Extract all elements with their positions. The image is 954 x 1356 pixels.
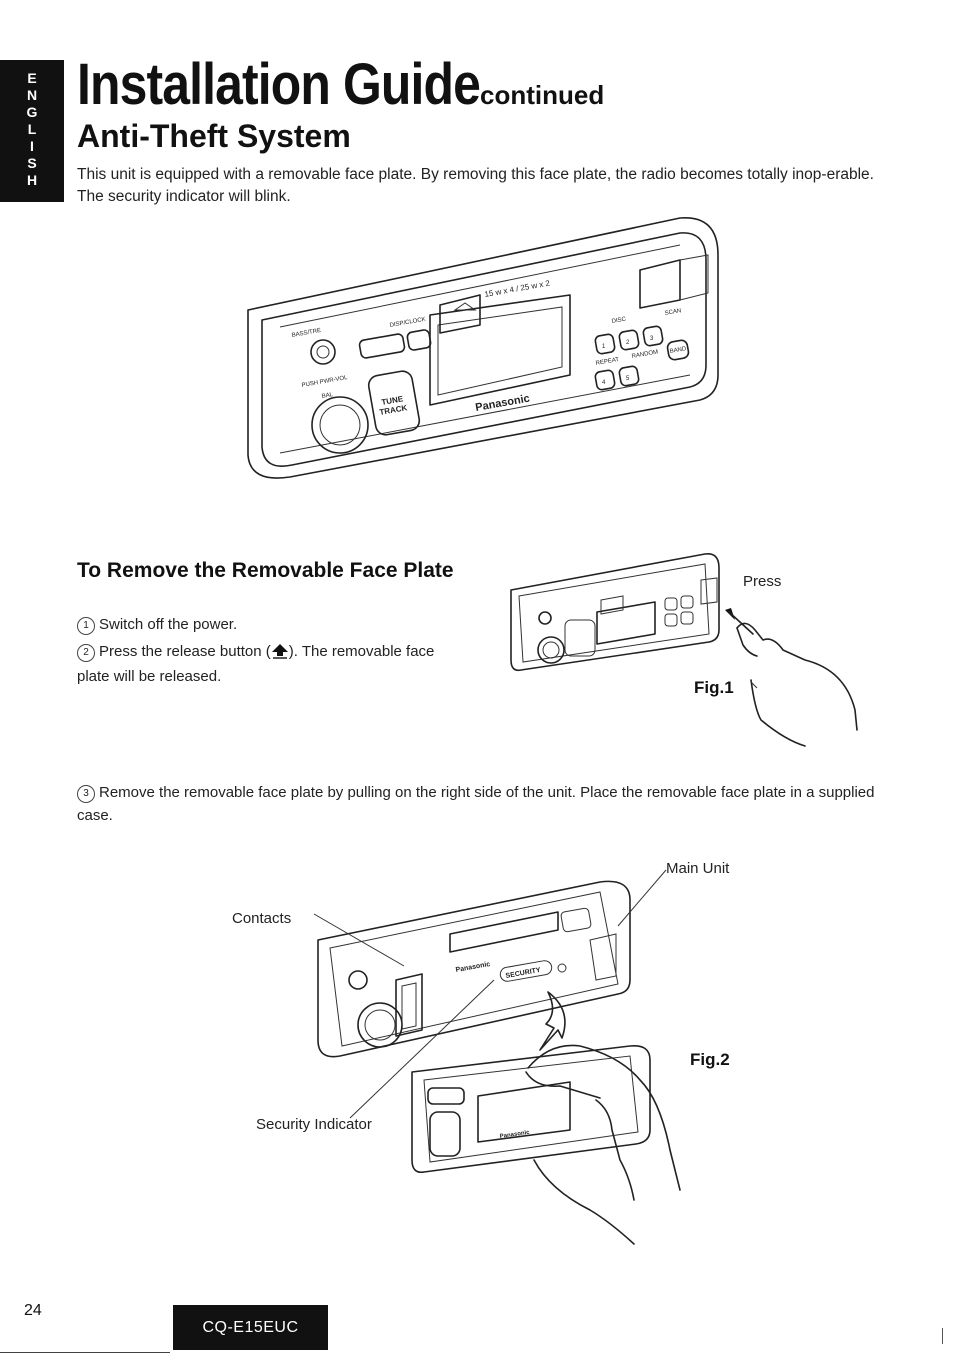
- random-label: RANDOM: [631, 349, 658, 360]
- preset-2-label: 2: [626, 340, 630, 346]
- page-number: 24: [24, 1302, 42, 1319]
- fig2-illustration: Panasonic SECURITY Panasonic: [313, 869, 681, 1245]
- fig2-callout-contacts: Contacts: [232, 910, 292, 927]
- step-text-before: Press the release button (: [99, 643, 271, 660]
- security-indicator-text: SECURITY: [505, 967, 541, 980]
- preset-1-label: 1: [602, 344, 606, 350]
- step-text-after: ). The removable face plate will be rele…: [77, 643, 435, 685]
- fig2-callout-security-indicator: Security Indicator: [256, 1116, 372, 1133]
- intro-paragraph: This unit is equipped with a removable f…: [77, 166, 874, 205]
- step-number: 2: [77, 644, 95, 662]
- section-title: Anti-Theft System: [77, 118, 351, 154]
- preset-3-label: 3: [650, 336, 654, 342]
- page-title: Installation Guide: [77, 52, 481, 117]
- language-letter: H: [26, 172, 38, 188]
- fig1-label: Fig.1: [694, 678, 734, 697]
- language-tab: E N G L I S H: [0, 60, 64, 202]
- disp-clock-label: DISP/CLOCK: [389, 317, 426, 329]
- release-button-icon: [271, 644, 288, 659]
- scan-label: SCAN: [664, 308, 681, 317]
- band-label: BAND: [669, 346, 687, 355]
- model-number-box: CQ-E15EUC: [173, 1305, 328, 1350]
- disc-label: DISC: [611, 316, 627, 325]
- removal-heading: To Remove the Removable Face Plate: [77, 559, 454, 582]
- fig2-faceplate-brand: Panasonic: [499, 1130, 530, 1140]
- footer-rule: [0, 1352, 170, 1353]
- fig2-label: Fig.2: [690, 1050, 730, 1069]
- language-letter: E: [27, 70, 37, 86]
- preset-4-label: 4: [602, 380, 606, 386]
- push-pwr-vol-label: PUSH PWR-VOL: [301, 375, 348, 389]
- fig1-callout-press: Press: [743, 573, 782, 590]
- language-letter: N: [26, 87, 38, 103]
- fig1-illustration: [510, 552, 858, 747]
- step-number: 1: [77, 617, 95, 635]
- language-letter: L: [27, 121, 37, 137]
- page-title-suffix: continued: [480, 80, 605, 110]
- preset-5-label: 5: [626, 376, 630, 382]
- bass-treble-label: BASS/TRE: [291, 328, 321, 339]
- language-letter: S: [27, 155, 37, 171]
- fig2-callout-main-unit: Main Unit: [666, 860, 730, 877]
- step-text: Switch off the power.: [99, 616, 238, 633]
- language-letter: I: [30, 138, 34, 154]
- fig2-brand-label: Panasonic: [455, 961, 491, 974]
- tune-label: TUNE: [381, 394, 405, 407]
- repeat-label: REPEAT: [595, 357, 620, 367]
- step-number: 3: [77, 785, 95, 803]
- radio-faceplate-illustration: Panasonic 15 w x 4 / 25 w x 2 DISP/CLOCK…: [247, 217, 719, 479]
- edge-mark: [942, 1328, 943, 1344]
- step-text: Remove the removable face plate by pulli…: [77, 784, 875, 824]
- language-letter: G: [26, 104, 38, 120]
- tape-format-label: 15 w x 4 / 25 w x 2: [484, 279, 551, 299]
- bal-label: BAL: [321, 392, 334, 400]
